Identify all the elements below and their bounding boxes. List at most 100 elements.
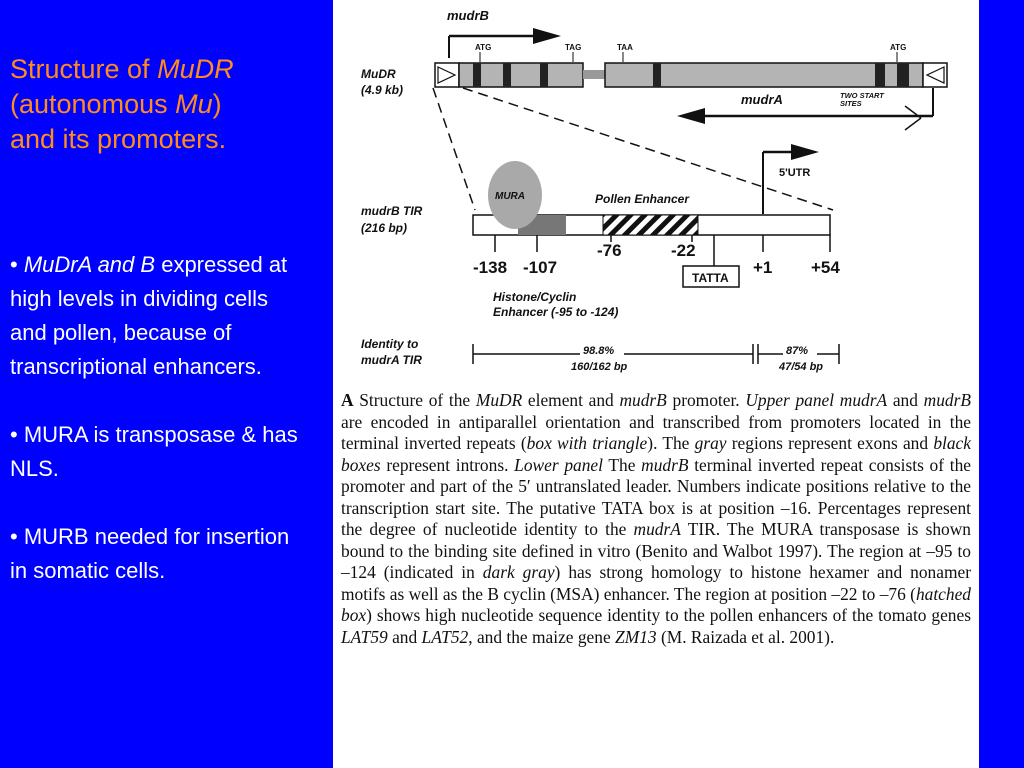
intron-box (473, 63, 481, 87)
intron-box (875, 63, 885, 87)
intron-box (897, 63, 909, 87)
atg-right-label: ATG (890, 43, 906, 52)
bullet-list: • MuDrA and B expressed at high levels i… (10, 248, 310, 622)
caption-text: regions represent exons and (726, 433, 934, 453)
identity-label-1: Identity to (361, 337, 418, 351)
mudra-arrowhead (677, 108, 705, 124)
two-start-label-1: TWO START (840, 91, 885, 100)
position-label: -76 (597, 241, 622, 260)
two-start-label-2: SITES (840, 99, 862, 108)
utr-label: 5'UTR (779, 167, 810, 179)
mudrb-label: mudrB (447, 8, 489, 23)
position-label: -138 (473, 258, 507, 277)
identity-ratio-1: 160/162 bp (571, 361, 628, 373)
identity-pct-2: 87% (786, 345, 808, 357)
bullet-item: • MuDrA and B expressed at high levels i… (10, 252, 288, 379)
bullet-text: expressed at high levels in dividing cel… (10, 252, 288, 379)
tag-label: TAG (565, 43, 581, 52)
bullet-item: • MURA is transposase & has NLS. (10, 422, 298, 481)
label-backdrop (783, 343, 817, 357)
label-backdrop (580, 343, 624, 357)
tir-right-triangle (925, 66, 945, 84)
pollen-enhancer-label: Pollen Enhancer (595, 192, 690, 206)
caption-italic: box with triangle (526, 433, 648, 453)
identity-ratio-2: 47/54 bp (778, 361, 823, 373)
pollen-enhancer-region (602, 214, 699, 236)
slide-title: Structure of MuDR (autonomous Mu) and it… (10, 52, 325, 157)
title-italic-mudr: MuDR (157, 54, 234, 84)
caption-text: promoter. (666, 390, 746, 410)
caption-text: are encoded in antiparallel orientation … (341, 411, 971, 454)
title-text: (autonomous (10, 89, 176, 119)
tata-box (682, 265, 740, 288)
mudr-size-label: (4.9 kb) (361, 83, 403, 97)
caption-text: element and (522, 390, 620, 410)
tata-label: TATTA (692, 271, 729, 285)
caption-text: and (387, 626, 422, 647)
histone-label-1: Histone/Cyclin (493, 290, 576, 304)
caption-italic: MuDR (475, 390, 523, 410)
mudr-name-label: MuDR (361, 67, 396, 81)
intron-box (653, 63, 661, 87)
caption-text: , and the maize gene (468, 626, 616, 647)
caption-italic: hatched box (341, 583, 971, 626)
position-label: -22 (671, 241, 696, 260)
caption-italic: mudrA (633, 519, 681, 539)
histone-label-2: Enhancer (-95 to -124) (493, 305, 618, 319)
caption-italic: LAT59 (341, 626, 388, 647)
tir-left-triangle (437, 66, 457, 84)
figure-panel: mudrB ATG TAG TAA ATG MuDR (4.9 kb) mudr… (333, 0, 979, 768)
bullet-item: • MURB needed for insertion in somatic c… (10, 524, 290, 583)
caption-italic: LAT52 (421, 626, 469, 647)
bullet-text: MURB needed for insertion in somatic cel… (10, 524, 290, 583)
caption-text: represent introns. (380, 454, 515, 475)
figure-caption: A Structure of the MuDR element and mudr… (341, 390, 971, 648)
identity-pct-1: 98.8% (583, 345, 614, 357)
caption-italic: mudrB (641, 454, 689, 475)
caption-text: Structure of the (353, 390, 476, 410)
caption-text: ) shows high nucleotide sequence identit… (366, 605, 971, 625)
position-label: +54 (811, 258, 840, 277)
mura-label: MURA (495, 191, 525, 202)
zoom-line-right (462, 87, 834, 211)
tir-size-label: (216 bp) (361, 221, 407, 235)
caption-text: ) has strong homology to histone hexamer… (341, 562, 971, 604)
atg-left-label: ATG (475, 43, 491, 52)
caption-text: (M. Raizada et al. 2001). (656, 626, 835, 647)
start-site-arrow-1 (904, 105, 922, 119)
mudr-diagram: mudrB ATG TAG TAA ATG MuDR (4.9 kb) mudr… (357, 0, 949, 390)
caption-italic: dark gray (482, 562, 555, 582)
caption-text: ). The (647, 433, 695, 453)
caption-italic: Upper panel mudrA (745, 390, 888, 410)
caption-italic: gray (694, 433, 727, 453)
position-label: +1 (753, 258, 772, 277)
caption-italic: ZM13 (615, 626, 657, 647)
title-text: Structure of (10, 54, 158, 84)
caption-panel-letter: A (341, 390, 354, 410)
caption-text: and (887, 390, 924, 410)
caption-text: TIR. The MURA transposase is shown bound… (341, 519, 971, 582)
caption-italic: mudrB (619, 390, 667, 410)
position-label: -107 (523, 258, 557, 277)
bullet-text: MURA is transposase & has NLS. (10, 422, 298, 481)
start-site-arrow-2 (904, 117, 922, 131)
caption-text: terminal inverted repeat consists of the… (341, 454, 972, 540)
title-italic-mu: Mu (175, 89, 213, 119)
intron-box (503, 63, 511, 87)
caption-italic: Lower panel (514, 454, 603, 475)
title-text: ) (212, 89, 222, 119)
identity-label-2: mudrA TIR (361, 353, 422, 367)
tir-name-label: mudrB TIR (361, 204, 423, 218)
bullet-italic: MuDrA and B (23, 252, 156, 277)
caption-text: The (602, 454, 642, 475)
taa-label: TAA (617, 43, 633, 52)
mudra-label: mudrA (741, 92, 783, 107)
title-text: and its promoters. (10, 124, 227, 154)
zoom-line-left (432, 87, 476, 211)
intergenic-spacer (583, 70, 605, 79)
caption-italic: mudrB (923, 390, 971, 410)
caption-italic: black boxes (341, 433, 971, 475)
mudrb-arrowhead (533, 28, 561, 44)
mura-protein (488, 161, 542, 229)
intron-box (540, 63, 548, 87)
